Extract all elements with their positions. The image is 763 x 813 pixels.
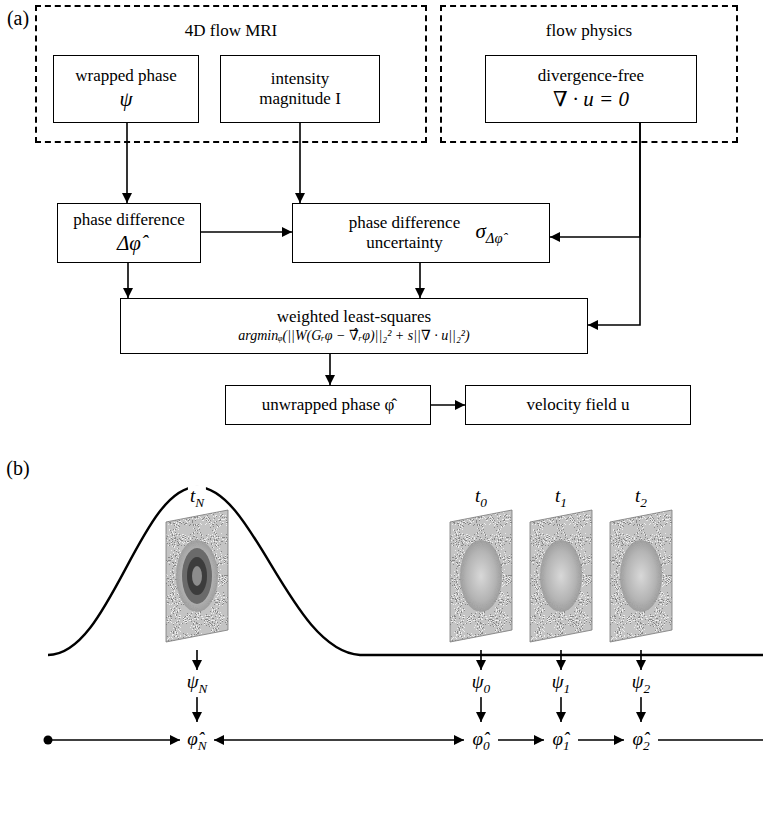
mri-slice — [610, 510, 672, 642]
group-title: flow physics — [442, 21, 736, 41]
process-box: velocity field u — [465, 385, 691, 425]
time-label: φ̂2 — [630, 728, 651, 754]
flow-arrow — [550, 123, 640, 237]
time-label: t0 — [473, 485, 489, 511]
process-box: weighted least-squaresargminᵩ(||W(Gᵣφ − … — [120, 298, 588, 354]
time-label: ψ0 — [470, 671, 492, 697]
time-label: φ̂1 — [550, 728, 571, 754]
flow-arrow — [299, 123, 301, 203]
time-label: φ̂N — [185, 728, 208, 754]
process-box: wrapped phaseψ — [53, 55, 199, 123]
flow-arrow — [431, 404, 465, 406]
box-symbol: ∇ · u = 0 — [553, 87, 629, 112]
box-label: unwrapped phase φ̂ — [262, 395, 395, 415]
text-stack: wrapped phaseψ — [75, 66, 177, 112]
time-label: tN — [188, 485, 206, 511]
mri-slice — [166, 510, 228, 642]
start-dot — [44, 736, 53, 745]
text-stack: unwrapped phase φ̂ — [262, 395, 395, 415]
text-stack: intensity magnitude I — [241, 69, 359, 110]
down-arrows — [197, 650, 641, 722]
panel-label: (a) — [5, 7, 31, 30]
process-box: intensity magnitude I — [220, 55, 380, 123]
process-box: divergence-free∇ · u = 0 — [485, 55, 697, 123]
box-symbol: ψ — [119, 87, 132, 112]
text-stack: velocity field u — [527, 395, 630, 415]
text-stack: phase differenceΔφ̂ — [73, 210, 185, 256]
text-stack: phase difference uncertaintyσΔφ̂ — [339, 213, 502, 254]
box-symbol: Δφ̂ — [117, 231, 141, 256]
box-symbol: argminᵩ(||W(Gᵣφ − ∇̂ᵣφ)||₂² + s||∇ · u||… — [238, 328, 469, 345]
box-label: wrapped phase — [75, 66, 177, 86]
flow-curve — [48, 487, 763, 655]
box-label: divergence-free — [538, 66, 644, 86]
time-label: t1 — [553, 485, 569, 511]
time-label: t2 — [633, 485, 649, 511]
time-label: ψN — [185, 671, 210, 697]
group-frame: flow physics divergence-free∇ · u = 0 — [440, 5, 738, 143]
time-label: ψ2 — [630, 671, 652, 697]
panel-label: (b) — [4, 457, 31, 480]
box-label: weighted least-squares — [277, 307, 431, 327]
time-axis — [48, 739, 763, 741]
mri-slice — [450, 510, 512, 642]
process-box: phase differenceΔφ̂ — [57, 203, 201, 263]
group-frame: 4D flow MRI wrapped phaseψ intensity magni… — [35, 5, 427, 143]
box-label: intensity magnitude I — [241, 69, 359, 110]
text-stack: divergence-free∇ · u = 0 — [538, 66, 644, 112]
time-label: ψ1 — [550, 671, 572, 697]
process-box: unwrapped phase φ̂ — [225, 385, 431, 425]
flow-arrow — [588, 123, 640, 325]
flow-arrow — [126, 123, 128, 203]
time-label: φ̂0 — [470, 728, 491, 754]
mri-slice — [530, 510, 592, 642]
box-symbol: σΔφ̂ — [475, 219, 502, 248]
flow-arrow — [201, 231, 292, 233]
box-label: velocity field u — [527, 395, 630, 415]
flow-arrow — [329, 354, 331, 385]
process-box: phase difference uncertaintyσΔφ̂ — [292, 203, 550, 263]
group-title: 4D flow MRI — [37, 21, 425, 41]
flow-arrow — [419, 263, 421, 298]
box-label: phase difference — [73, 210, 185, 230]
text-stack: weighted least-squaresargminᵩ(||W(Gᵣφ − … — [238, 307, 469, 344]
box-label: phase difference uncertainty — [339, 213, 469, 254]
flow-arrow — [127, 263, 129, 298]
